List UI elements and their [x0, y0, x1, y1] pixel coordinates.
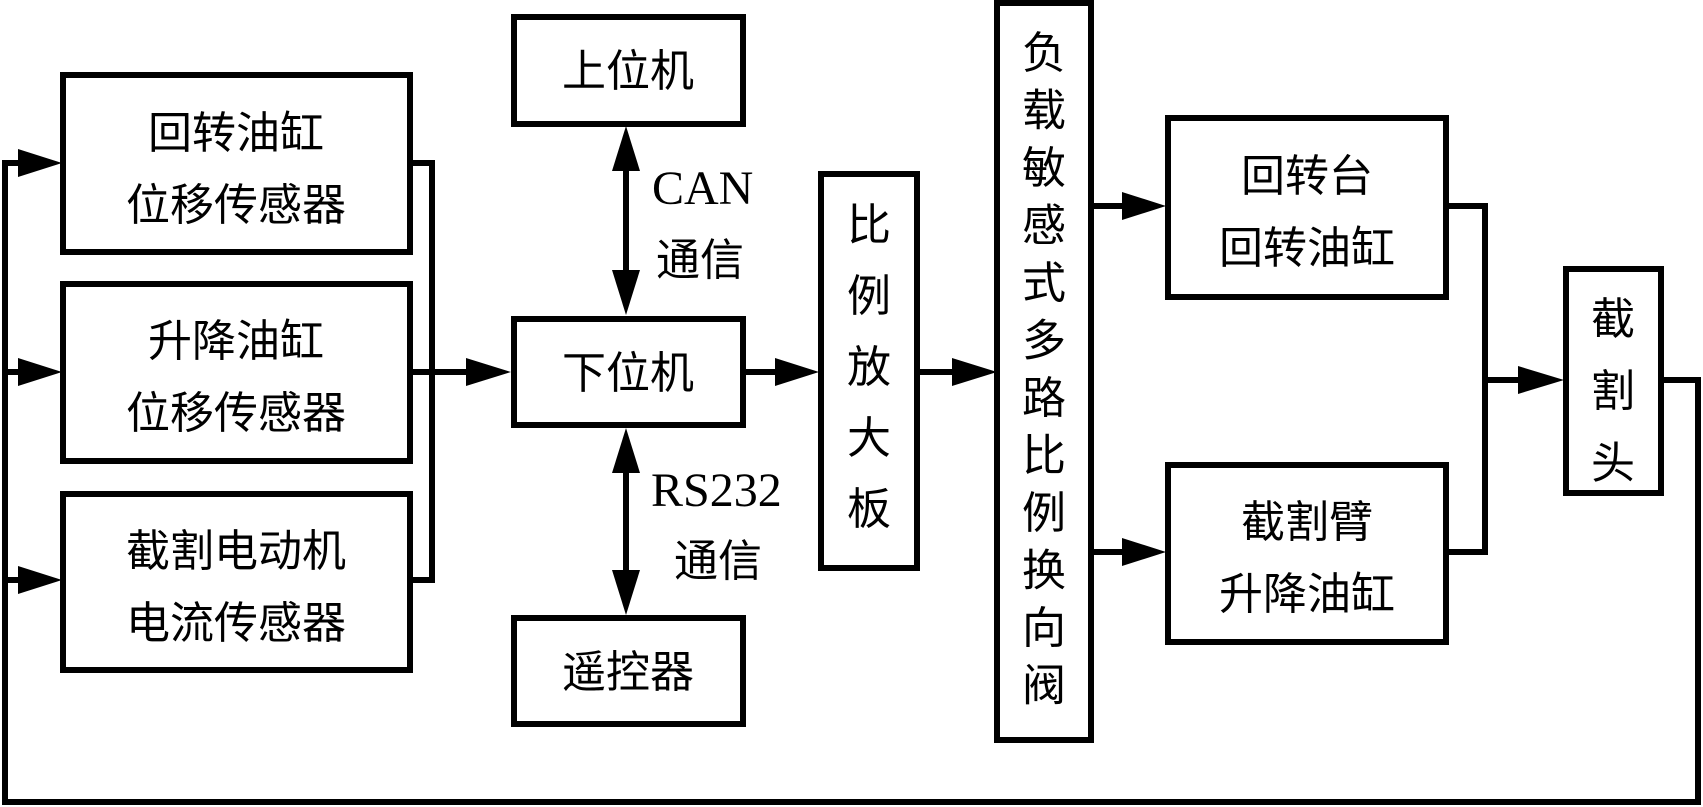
node-label-char: 感 [1022, 201, 1066, 252]
arrowhead-icon [612, 126, 640, 171]
node-label: 截割头 [1591, 294, 1635, 489]
arrowhead-icon [952, 358, 997, 386]
arrowhead-icon [612, 428, 640, 473]
node-label: 电流传感器 [126, 598, 346, 649]
node-label-char: 多 [1022, 316, 1066, 367]
node-label-char: 式 [1022, 258, 1066, 309]
arrowheads [18, 126, 1564, 615]
node-remote-control: 遥控器 [511, 615, 746, 727]
node-label-char: 向 [1022, 603, 1066, 654]
node-label: 遥控器 [562, 647, 694, 698]
node-label-char: 割 [1591, 366, 1635, 417]
node-upper-computer: 上位机 [511, 14, 746, 127]
node-label: 位移传感器 [126, 180, 346, 231]
node-label: 回转台 [1241, 151, 1373, 202]
arrowhead-icon [466, 358, 511, 386]
node-label: 回转油缸 [1219, 223, 1395, 274]
arrowhead-icon [18, 358, 62, 386]
node-label-char: 例 [1022, 488, 1066, 539]
node-label-char: 头 [1591, 438, 1635, 489]
can-link-label: CAN 通信 [652, 162, 753, 286]
node-lower-computer: 下位机 [511, 316, 746, 428]
node-cutting-head: 截割头 [1563, 266, 1664, 496]
node-slew-cylinder-sensor: 回转油缸 位移传感器 [60, 72, 413, 255]
node-label-char: 路 [1022, 373, 1066, 424]
node-label: 截割电动机 [126, 526, 346, 577]
node-label: 上位机 [562, 46, 694, 97]
node-slew-table-cylinder: 回转台 回转油缸 [1165, 115, 1449, 300]
node-label-char: 例 [847, 271, 891, 322]
node-label-char: 比 [847, 200, 891, 251]
node-label: 升降油缸 [1219, 569, 1395, 620]
node-label-char: 板 [847, 484, 891, 535]
actuator-collector-wire [1443, 203, 1488, 555]
link-label: 通信 [656, 235, 744, 286]
node-label-char: 载 [1022, 86, 1066, 137]
node-label-char: 截 [1591, 294, 1635, 345]
node-label: 截割臂 [1241, 497, 1373, 548]
arrowhead-icon [18, 149, 62, 177]
arrowhead-icon [1122, 192, 1166, 220]
arrowhead-icon [612, 570, 640, 615]
feedback-wire [2, 160, 1701, 805]
arrowhead-icon [775, 358, 819, 386]
node-label-char: 敏 [1022, 143, 1066, 194]
link-label: 通信 [674, 536, 762, 587]
arrowhead-icon [612, 270, 640, 315]
arrowhead-icon [1518, 366, 1564, 394]
arrowhead-icon [1122, 538, 1166, 566]
node-label-char: 放 [847, 342, 891, 393]
node-label-char: 负 [1022, 28, 1066, 79]
node-label: 升降油缸 [148, 316, 324, 367]
node-label-char: 比 [1022, 431, 1066, 482]
node-label: 回转油缸 [148, 108, 324, 159]
node-boom-lift-cylinder: 截割臂 升降油缸 [1165, 462, 1449, 645]
node-lift-cylinder-sensor: 升降油缸 位移传感器 [60, 281, 413, 464]
rs232-link-label: RS232 通信 [651, 464, 782, 587]
node-label: 下位机 [562, 348, 694, 399]
node-motor-current-sensor: 截割电动机 电流传感器 [60, 491, 413, 673]
node-label: 位移传感器 [126, 388, 346, 439]
node-label-char: 大 [847, 413, 891, 464]
arrowhead-icon [18, 566, 62, 594]
link-label: RS232 [651, 464, 782, 517]
node-label-char: 换 [1022, 546, 1066, 597]
link-label: CAN [652, 162, 753, 215]
node-label-char: 阀 [1022, 661, 1066, 712]
